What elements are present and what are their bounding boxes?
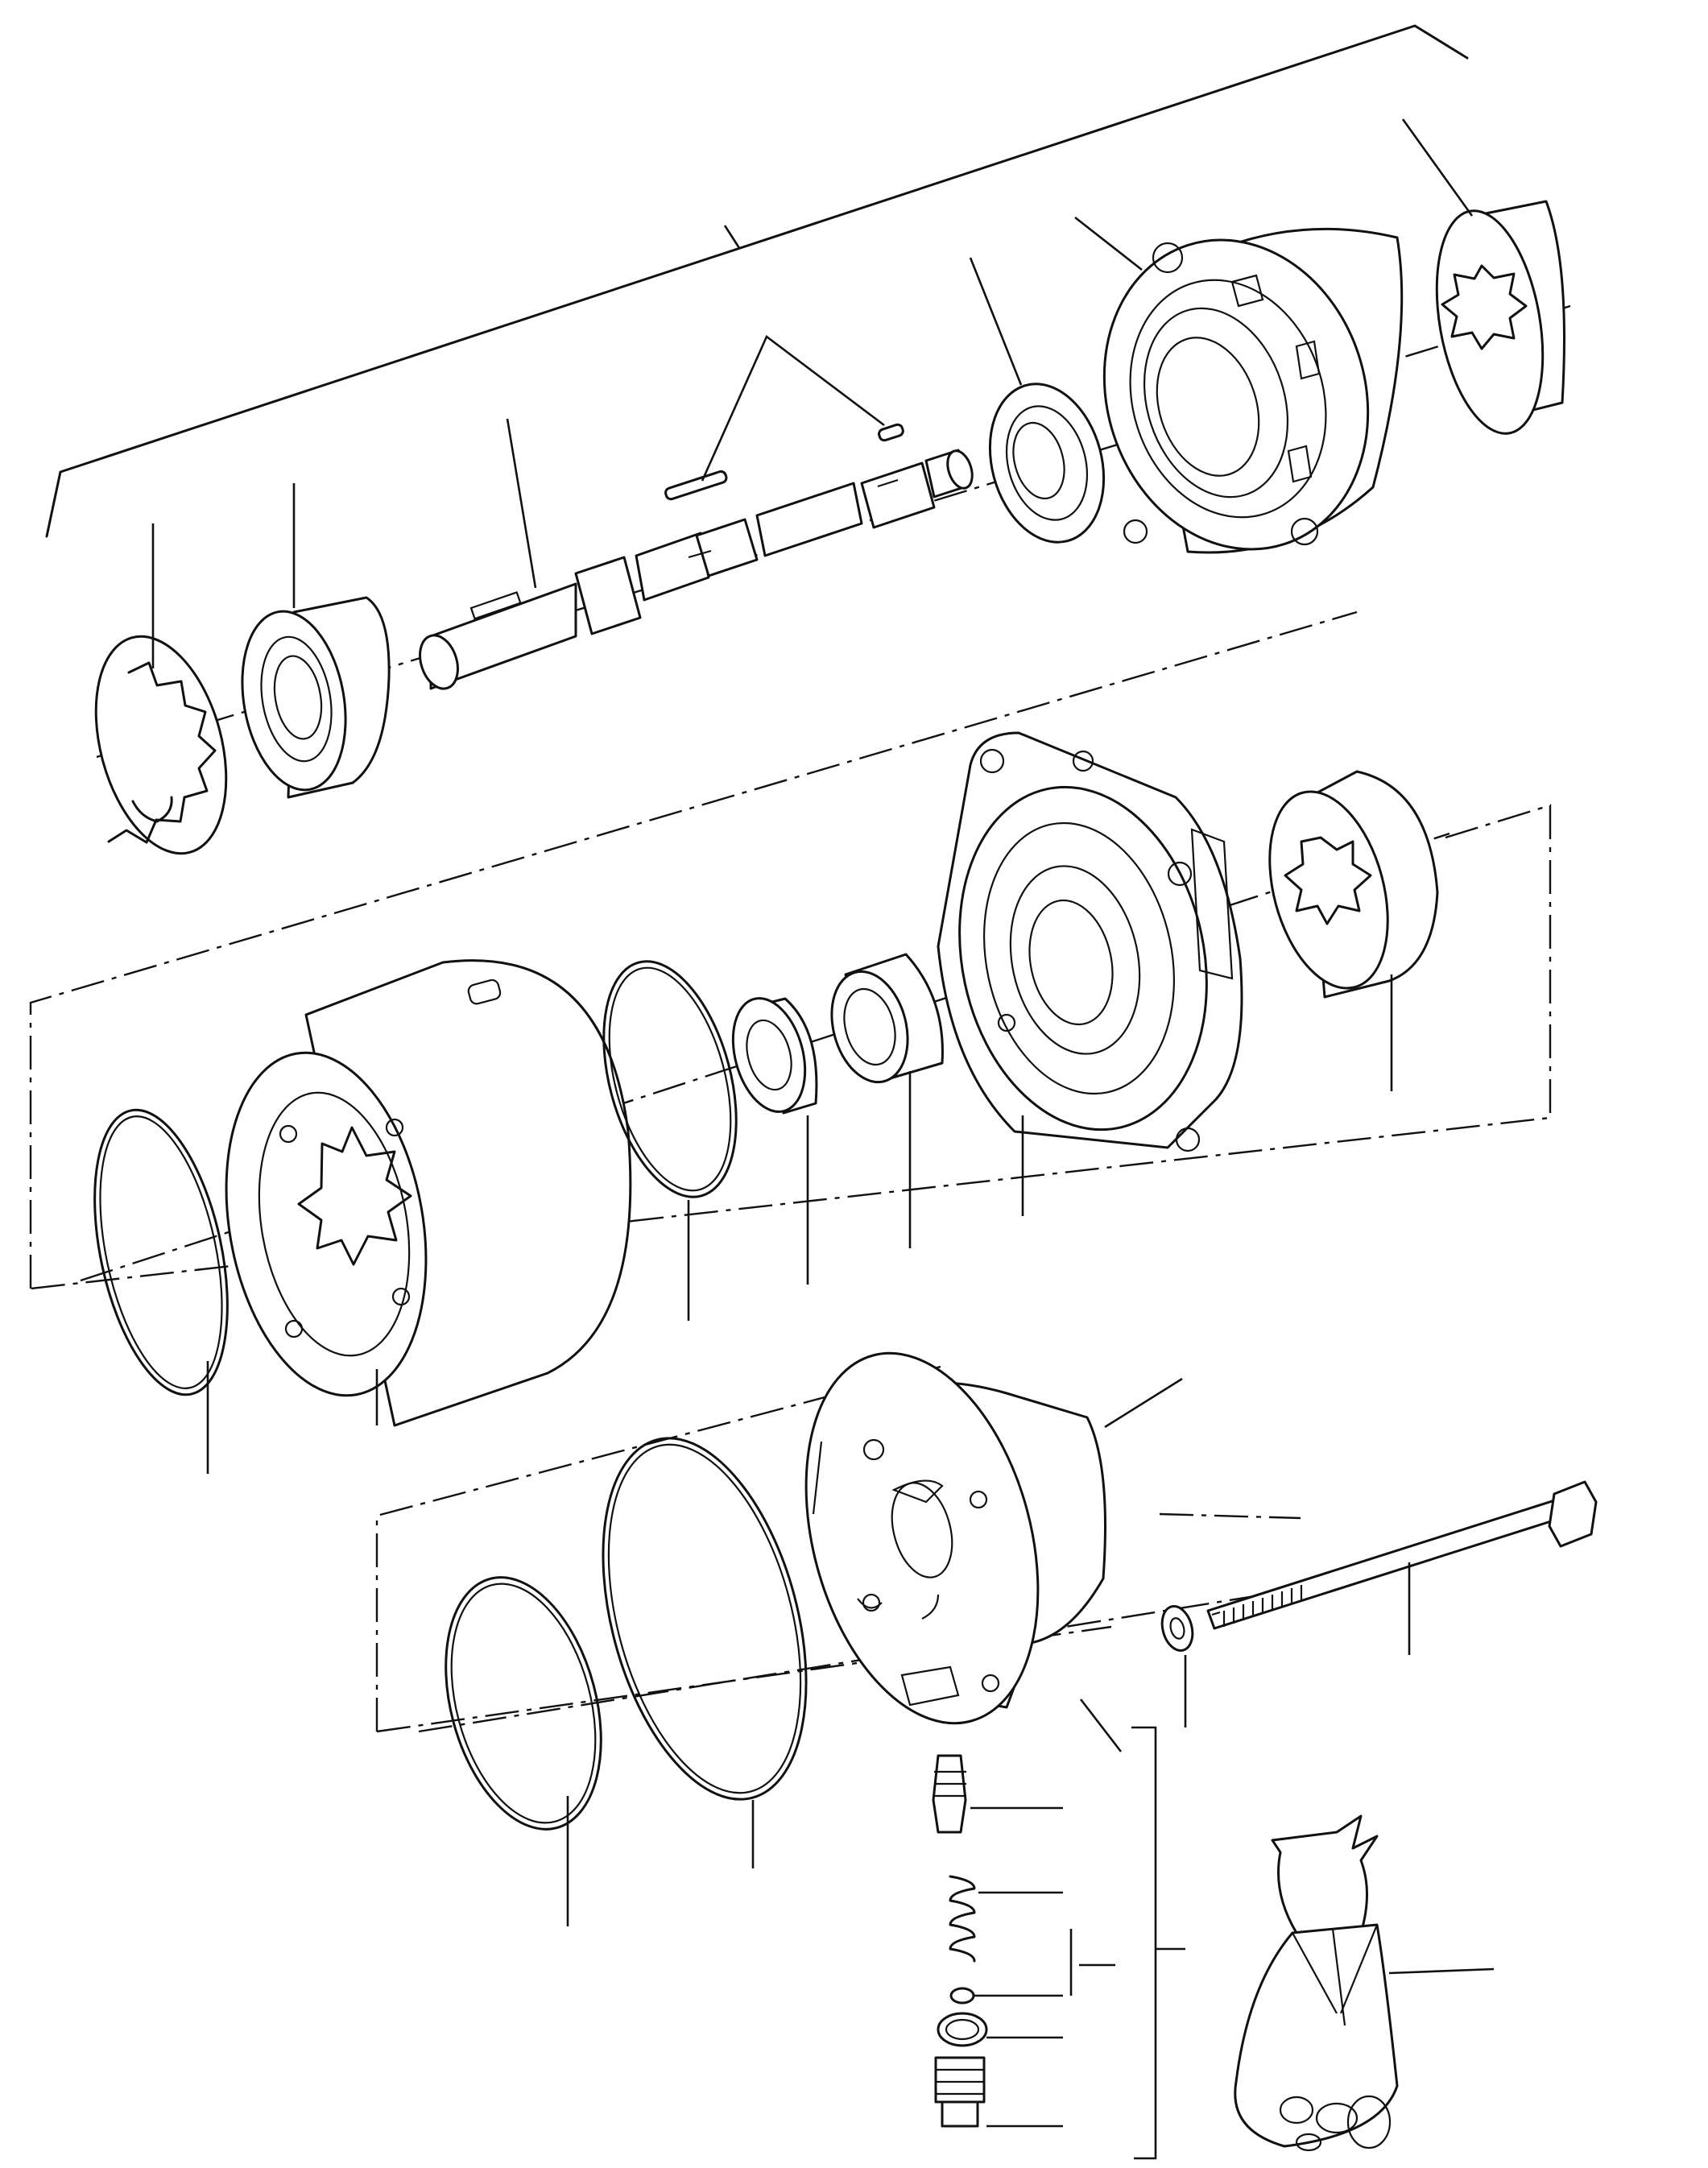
valve-plug — [934, 2056, 986, 2128]
gerotor-housing — [225, 959, 632, 1427]
seal-kit-bag — [1234, 1814, 1399, 2152]
callout-leader-shaft — [506, 418, 537, 589]
callout-leader-rotor-top — [1401, 118, 1474, 217]
ball-bearing — [241, 596, 391, 799]
front-housing — [1102, 227, 1404, 554]
valve-seal-ring — [937, 2012, 988, 2047]
relief-valve-poppet — [932, 1754, 967, 1834]
valve-group-bracket — [1131, 1726, 1157, 2160]
tie-bolt — [1206, 1480, 1598, 1630]
middle-row-frame — [29, 610, 1552, 1290]
keys — [664, 334, 904, 501]
retaining-ring — [94, 635, 228, 855]
washer — [1160, 1605, 1194, 1652]
callout-leader-end-cover-2 — [1079, 1698, 1123, 1752]
ball-bearing — [988, 383, 1106, 544]
gerotor-rotor — [1435, 200, 1565, 435]
o-ring — [93, 1108, 229, 1396]
mounting-flange — [937, 731, 1243, 1152]
assembly-bracket — [45, 24, 1469, 538]
callout-leader-end-cover — [1104, 1377, 1183, 1429]
o-ring — [602, 960, 738, 1198]
callout-leader-bearing-2 — [969, 257, 1023, 386]
ball-bearing-small — [731, 997, 818, 1115]
callout-leader-housing — [1074, 216, 1143, 271]
o-ring — [445, 1576, 602, 1831]
needle-bearing — [830, 953, 944, 1084]
valve-washer — [949, 1987, 975, 2005]
gerotor-rotor — [1268, 770, 1439, 999]
bottom-row-centerline — [418, 1593, 1265, 1733]
callout-leader-seal-kit — [1388, 1967, 1495, 1975]
o-ring-large — [602, 1437, 808, 1801]
drive-shaft — [419, 449, 974, 690]
end-cover — [804, 1351, 1106, 1725]
relief-valve-spring — [949, 1875, 976, 1963]
